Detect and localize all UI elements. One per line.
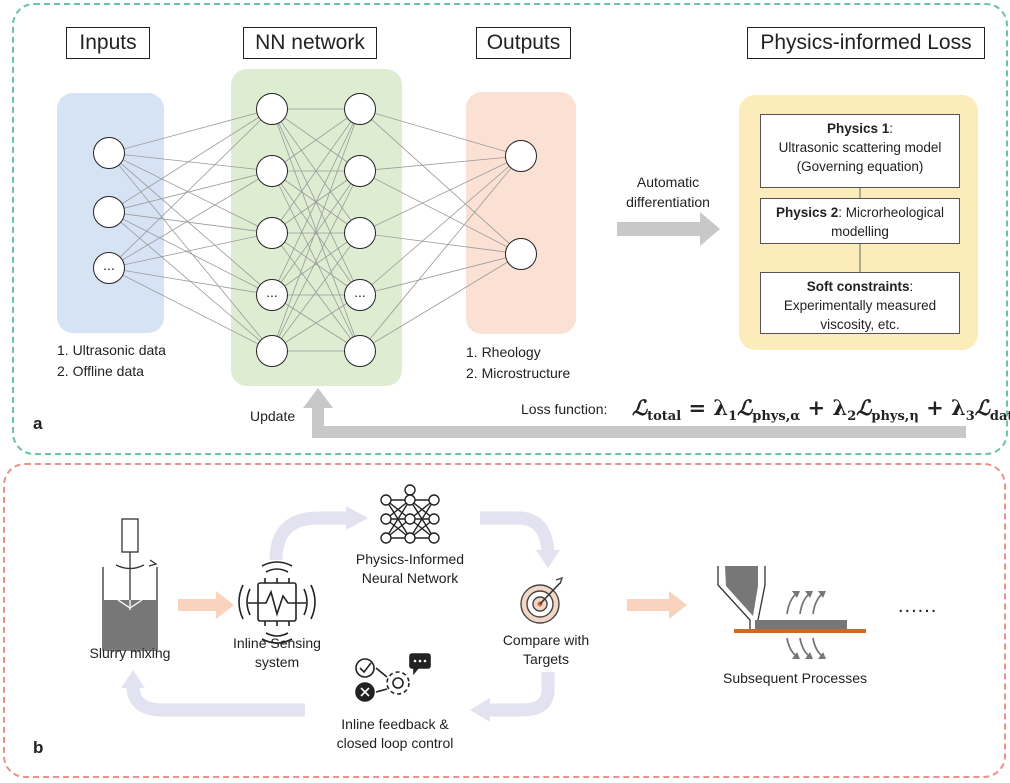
input-node xyxy=(93,196,125,228)
hidden-node xyxy=(256,217,288,249)
sensing-label: system xyxy=(254,654,300,670)
sensing-label: Inline Sensing xyxy=(233,635,321,651)
hidden-node xyxy=(256,93,288,125)
physics-2-line: modelling xyxy=(831,224,889,239)
autodiff-label: Automatic xyxy=(636,174,700,190)
hidden-node xyxy=(256,155,288,187)
panel-a xyxy=(12,3,1008,455)
hidden-node-ellipsis: ... xyxy=(344,279,376,311)
soft-constraints-title: Soft constraints xyxy=(806,279,910,294)
hidden-node xyxy=(344,217,376,249)
hidden-node xyxy=(344,93,376,125)
sensing-icon xyxy=(238,561,316,644)
outputs-list-item: 1. Rheology xyxy=(466,344,541,360)
hidden-node xyxy=(344,155,376,187)
pinn-label: Physics-Informed xyxy=(355,551,465,567)
soft-constraints-box: Soft constraints: Experimentally measure… xyxy=(760,272,960,334)
ellipsis-label: ...... xyxy=(898,595,938,617)
panel-b xyxy=(3,463,1006,778)
soft-constraints-line: Experimentally measured xyxy=(783,298,937,313)
outputs-header: Outputs xyxy=(476,27,571,59)
autodiff-label: differentiation xyxy=(626,194,710,210)
physics-2-title: Physics 2 xyxy=(775,205,839,220)
feedback-control-icon xyxy=(355,653,431,702)
physics-1-line: Ultrasonic scattering model xyxy=(778,140,942,155)
hidden-node-ellipsis: ... xyxy=(256,279,288,311)
coating-process-icon xyxy=(717,566,866,659)
panel-b-letter: b xyxy=(33,738,44,757)
inputs-header: Inputs xyxy=(66,27,150,59)
update-feedback-arrow xyxy=(303,388,966,438)
output-node xyxy=(505,140,537,172)
physics-1-box: Physics 1: Ultrasonic scattering model (… xyxy=(760,114,960,188)
input-node xyxy=(93,137,125,169)
slurry-mixing-label: Slurry mixing xyxy=(89,645,171,661)
loss-function-label: Loss function: xyxy=(521,401,608,417)
physics-1-title: Physics 1 xyxy=(826,121,890,136)
physics-2-box: Physics 2: Microrheological modelling xyxy=(760,198,960,244)
neural-network-icon xyxy=(380,484,440,544)
output-node xyxy=(505,238,537,270)
slurry-mixer-icon xyxy=(102,518,158,651)
feedback-label: closed loop control xyxy=(336,735,454,751)
compare-label: Compare with xyxy=(502,632,590,648)
panel-a-letter: a xyxy=(33,414,43,433)
physics-loss-header: Physics-informed Loss xyxy=(747,27,985,59)
update-label: Update xyxy=(250,408,296,424)
hidden-node xyxy=(344,335,376,367)
outputs-column xyxy=(466,92,576,334)
input-node-ellipsis: ... xyxy=(93,252,125,284)
soft-constraints-line: viscosity, etc. xyxy=(820,317,900,332)
subsequent-processes-label: Subsequent Processes xyxy=(723,670,867,686)
inputs-list-item: 2. Offline data xyxy=(57,363,144,379)
feedback-label: Inline feedback & xyxy=(341,716,449,732)
autodiff-arrow xyxy=(617,212,720,246)
nn-network-header: NN network xyxy=(243,27,377,59)
outputs-list-item: 2. Microstructure xyxy=(466,365,571,381)
hidden-node xyxy=(256,335,288,367)
compare-label: Targets xyxy=(523,651,569,667)
physics-1-line: (Governing equation) xyxy=(796,159,924,174)
loss-formula: ℒtotal = λ1ℒphys,α + λ2ℒphys,η + λ3ℒdata xyxy=(632,395,1010,425)
inputs-list-item: 1. Ultrasonic data xyxy=(57,342,166,358)
target-icon xyxy=(520,576,564,624)
pinn-label: Neural Network xyxy=(361,570,459,586)
